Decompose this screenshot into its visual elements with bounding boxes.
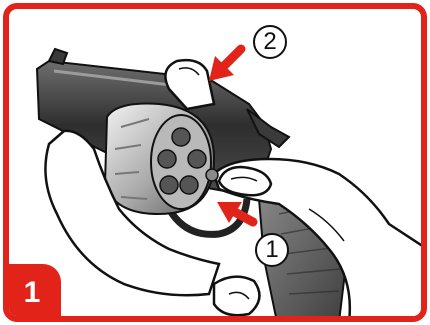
revolver-illustration (9, 9, 427, 322)
callout-1: 1 (255, 233, 289, 267)
arrow-down-left-icon (209, 49, 241, 81)
left-finger (214, 277, 259, 316)
step-number-badge: 1 (3, 264, 61, 322)
callout-2: 2 (253, 25, 287, 59)
cylinder-release-latch (206, 169, 218, 181)
panel-frame: 2 1 1 (3, 3, 427, 322)
front-sight (49, 49, 67, 64)
